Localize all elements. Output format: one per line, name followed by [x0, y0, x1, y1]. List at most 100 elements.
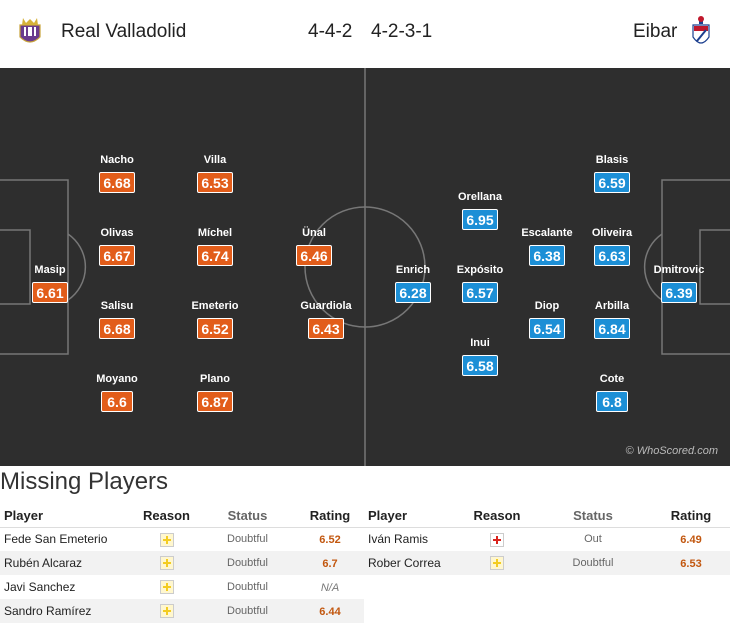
doubtful-icon	[159, 532, 174, 547]
whoscored-watermark: © WhoScored.com	[625, 445, 718, 457]
home-player-salisu[interactable]: Salisu 6.68	[77, 300, 157, 339]
column-header-reason: Reason	[460, 504, 534, 528]
player-name: Nacho	[100, 154, 134, 166]
player-name: Diop	[534, 300, 560, 312]
column-header-reason: Reason	[134, 504, 199, 528]
home-player-michel[interactable]: Míchel 6.74	[175, 227, 255, 266]
home-team-name[interactable]: Real Valladolid	[61, 21, 187, 42]
column-header-rating: Rating	[296, 504, 364, 528]
missing-player-name[interactable]: Iván Ramis	[368, 532, 429, 547]
away-player-orellana[interactable]: Orellana 6.95	[440, 191, 520, 230]
player-rating: 6.59	[594, 172, 630, 193]
home-player-guardiola[interactable]: Guardiola 6.43	[286, 300, 366, 339]
missing-status: Doubtful	[227, 533, 268, 546]
doubtful-icon	[159, 580, 174, 595]
away-player-cote[interactable]: Cote 6.8	[572, 373, 652, 412]
doubtful-icon	[490, 556, 504, 571]
missing-player-name[interactable]: Javi Sanchez	[4, 580, 76, 594]
missing-rating: 6.52	[319, 534, 341, 547]
home-player-unal[interactable]: Ünal 6.46	[274, 227, 354, 266]
missing-rating: 6.53	[680, 558, 702, 570]
missing-player-name[interactable]: Sandro Ramírez	[0, 599, 134, 623]
player-rating: 6.61	[32, 282, 68, 303]
missing-rating: 6.49	[680, 534, 702, 547]
away-player-escalante[interactable]: Escalante 6.38	[507, 227, 587, 266]
home-player-moyano[interactable]: Moyano 6.6	[77, 373, 157, 412]
player-rating: 6.28	[395, 282, 431, 303]
player-name: Plano	[200, 373, 230, 385]
doubtful-icon	[159, 604, 174, 619]
player-name: Expósito	[456, 264, 504, 276]
missing-player-name[interactable]: Fede San Emeterio	[4, 532, 108, 547]
table-header-row: Player Reason Status Rating	[364, 504, 730, 528]
away-player-dmitrovic[interactable]: Dmitrovic 6.39	[639, 264, 719, 303]
player-rating: 6.95	[462, 209, 498, 230]
column-header-status: Status	[534, 504, 652, 528]
player-name: Moyano	[96, 373, 138, 385]
table-row: Iván Ramis Out 6.49	[364, 527, 730, 551]
away-player-diop[interactable]: Diop 6.54	[507, 300, 587, 339]
player-name: Emeterio	[191, 300, 239, 312]
home-player-masip[interactable]: Masip 6.61	[10, 264, 90, 303]
player-rating: 6.43	[308, 318, 344, 339]
table-header-row: Player Reason Status Rating	[0, 504, 364, 528]
player-rating: 6.38	[529, 245, 565, 266]
missing-player-name[interactable]: Rubén Alcaraz	[0, 551, 134, 575]
player-rating: 6.39	[661, 282, 697, 303]
player-name: Orellana	[457, 191, 503, 203]
player-name: Ünal	[302, 227, 326, 239]
home-formation: 4-4-2	[308, 21, 353, 42]
player-rating: 6.57	[462, 282, 498, 303]
away-player-enrich[interactable]: Enrich 6.28	[373, 264, 453, 303]
away-player-oliveira[interactable]: Oliveira 6.63	[572, 227, 652, 266]
player-name: Inui	[470, 337, 490, 349]
home-player-emeterio[interactable]: Emeterio 6.52	[175, 300, 255, 339]
away-player-exposito[interactable]: Expósito 6.57	[440, 264, 520, 303]
player-rating: 6.63	[594, 245, 630, 266]
player-name: Cote	[599, 373, 625, 385]
column-header-rating: Rating	[652, 504, 730, 528]
column-header-player: Player	[364, 504, 460, 528]
missing-player-name[interactable]: Rober Correa	[364, 551, 460, 575]
table-row: Javi Sanchez Doubtful N/A	[0, 575, 364, 599]
player-rating: 6.53	[197, 172, 233, 193]
player-rating: 6.67	[99, 245, 135, 266]
missing-rating: 6.7	[322, 558, 338, 570]
player-rating: 6.54	[529, 318, 565, 339]
away-player-blasis[interactable]: Blasis 6.59	[572, 154, 652, 193]
player-name: Oliveira	[591, 227, 633, 239]
player-rating: 6.74	[197, 245, 233, 266]
player-rating: 6.87	[197, 391, 233, 412]
player-name: Dmitrovic	[653, 264, 705, 276]
column-header-player: Player	[0, 504, 134, 528]
missing-rating: 6.44	[319, 606, 341, 618]
away-player-inui[interactable]: Inui 6.58	[440, 337, 520, 376]
missing-status: Doubtful	[199, 551, 296, 575]
player-name: Salisu	[100, 300, 134, 312]
missing-status: Out	[584, 533, 602, 546]
player-name: Enrich	[395, 264, 431, 276]
player-name: Guardiola	[300, 300, 352, 312]
column-header-status: Status	[199, 504, 296, 528]
player-name: Míchel	[197, 227, 233, 239]
missing-players-title: Missing Players	[0, 468, 169, 495]
home-player-villa[interactable]: Villa 6.53	[175, 154, 255, 193]
match-header: Real Valladolid 4-4-2 4-2-3-1 Eibar	[0, 0, 730, 68]
player-name: Villa	[203, 154, 227, 166]
eibar-crest-icon	[692, 16, 710, 44]
home-player-nacho[interactable]: Nacho 6.68	[77, 154, 157, 193]
table-row: Sandro Ramírez Doubtful 6.44	[0, 599, 364, 623]
home-player-olivas[interactable]: Olivas 6.67	[77, 227, 157, 266]
away-team-name[interactable]: Eibar	[633, 21, 678, 42]
home-player-plano[interactable]: Plano 6.87	[175, 373, 255, 412]
table-row: Fede San Emeterio Doubtful 6.52	[0, 527, 364, 551]
away-player-arbilla[interactable]: Arbilla 6.84	[572, 300, 652, 339]
doubtful-icon	[159, 556, 174, 571]
player-rating: 6.8	[596, 391, 628, 412]
player-name: Arbilla	[594, 300, 630, 312]
player-rating: 6.52	[197, 318, 233, 339]
player-name: Blasis	[595, 154, 629, 166]
player-rating: 6.58	[462, 355, 498, 376]
home-missing-table: Player Reason Status Rating Fede San Eme…	[0, 504, 364, 623]
player-rating: 6.84	[594, 318, 630, 339]
